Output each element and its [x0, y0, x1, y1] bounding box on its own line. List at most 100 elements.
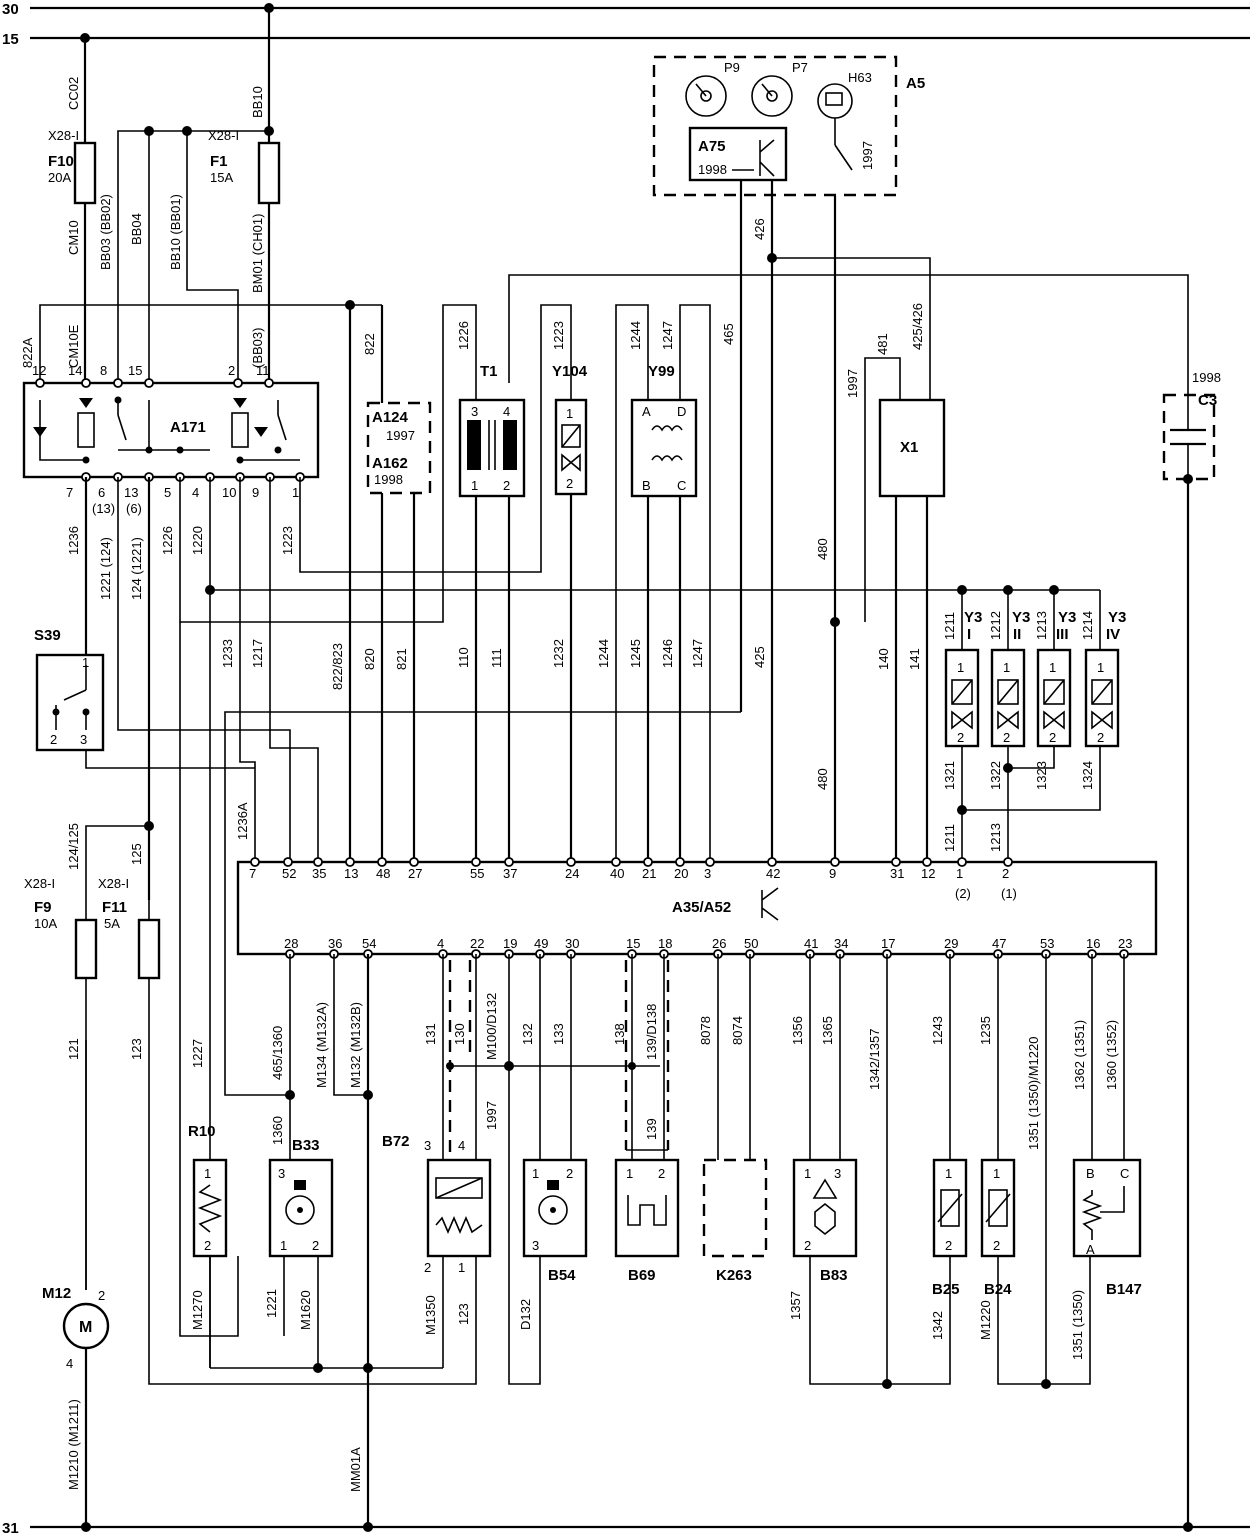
- relay-a171-label: A171: [170, 419, 206, 436]
- injector-y3-iv-label: Y3: [1108, 609, 1126, 626]
- wire-131: 131: [423, 1023, 438, 1045]
- wire-124-1221: 124 (1221): [129, 537, 144, 600]
- wire-425-route: [224, 711, 741, 1096]
- wire-1221-124: 1221 (124): [98, 537, 113, 600]
- injector-y3-i-num: I: [967, 626, 971, 643]
- fuse-f11-ref: X28-I: [98, 876, 129, 891]
- b25-pin-1: 1: [945, 1166, 952, 1181]
- ecu-top-pin-terminal: [1003, 857, 1013, 867]
- sensor-b25: B25 1 2 1243 1342: [930, 954, 968, 1340]
- ecu-pin-2-sub: (1): [1001, 886, 1017, 901]
- fuse-f9: [74, 918, 98, 980]
- y3-ii-pin-1: 1: [1003, 660, 1010, 675]
- b83-pin-3: 3: [834, 1166, 841, 1181]
- motor-m-symbol: M: [79, 1319, 92, 1336]
- a171-pin-5: 5: [164, 485, 171, 500]
- wire-820: 820: [362, 648, 377, 670]
- ecu-top-pin-terminal: [611, 857, 621, 867]
- gauge-p9: [685, 75, 727, 117]
- ecu-bottom-pin-28: 28: [284, 936, 298, 951]
- gauge-p7-label: P7: [792, 60, 808, 75]
- coil-t1-label: T1: [480, 363, 498, 380]
- ecu-top-pin-35: 35: [312, 866, 326, 881]
- module-a124-label: A124: [372, 409, 409, 426]
- injectors-y3: Y3 I 1 2 Y3 II 1 2 Y3 III 1 2 Y3: [942, 585, 1126, 862]
- wire-822: 822: [362, 333, 377, 355]
- fuse-f11: [137, 918, 161, 980]
- wire-1244: 1244: [628, 321, 643, 350]
- wire-1232: 1232: [551, 639, 566, 668]
- a171-output-wires: 1 2 3 6 1221 (124) 124 (1221) 1226 1 2 20 1 2 2…: [66, 477, 1100, 1368]
- injector-y3-iii-label: Y3: [1058, 609, 1076, 626]
- rail-30-label: 30: [2, 1, 19, 18]
- motor-m12-label: M12: [42, 1285, 71, 1302]
- wire-1226b: 1226: [160, 526, 175, 555]
- module-a75-label: A75: [698, 138, 726, 155]
- ecu-top-pin-terminal: [377, 857, 387, 867]
- fuse-f1: [257, 141, 281, 205]
- b147-pin-b: B: [1086, 1166, 1095, 1181]
- ecu-top-pin-3: 3: [704, 866, 711, 881]
- sensor-b83-label: B83: [820, 1267, 848, 1284]
- wire-1360-1352: 1360 (1352): [1104, 1020, 1119, 1090]
- y3-ii-pin-2: 2: [1003, 730, 1010, 745]
- wire-1322: 1322: [988, 761, 1003, 790]
- wire-bb04: BB04: [129, 213, 144, 245]
- wire-139: 139: [644, 1118, 659, 1140]
- switch-s39: S39 1 2 3: [34, 627, 255, 769]
- wire-m1350: M1350: [423, 1295, 438, 1335]
- wire-121: 121: [66, 1038, 81, 1060]
- ecu-top-pin-terminal: [566, 857, 576, 867]
- rail-31: 31: [2, 1520, 1250, 1537]
- ecu-top-pin-37: 37: [503, 866, 517, 881]
- ecu-bottom-pin-19: 19: [503, 936, 517, 951]
- wire-1214: 1214: [1080, 611, 1095, 640]
- ecu-bottom-pin-41: 41: [804, 936, 818, 951]
- wire-bm01: BM01 (CH01): [250, 214, 265, 293]
- fuse-f9-label: F9: [34, 899, 52, 916]
- y3-iii-pin-1: 1: [1049, 660, 1056, 675]
- ecu-bottom-pin-23: 23: [1118, 936, 1132, 951]
- fuse-f9-ref: X28-I: [24, 876, 55, 891]
- ecu-top-pin-terminal: [922, 857, 932, 867]
- a171-pin-6: 6: [98, 485, 105, 500]
- b72-pin-4: 4: [458, 1138, 465, 1153]
- y3-i-pin-2: 2: [957, 730, 964, 745]
- ecu-top-pin-31: 31: [890, 866, 904, 881]
- wire-425: 425: [752, 646, 767, 668]
- feed-wires: BB03 (BB02) BB04 BB10 (BB01) 822A CM10E …: [20, 126, 355, 383]
- ecu-bottom-pin-34: 34: [834, 936, 848, 951]
- module-a162-label: A162: [372, 455, 408, 472]
- ecu-bottom-pin-29: 29: [944, 936, 958, 951]
- y3-iv-pin-2: 2: [1097, 730, 1104, 745]
- ecu-top-pin-40: 40: [610, 866, 624, 881]
- fuse-f10-ref: X28-I: [48, 128, 79, 143]
- b33-pin-1: 1: [280, 1238, 287, 1253]
- resistor-r10: R10 1 2 1227 M1270: [179, 622, 239, 1368]
- ecu-label: A35/A52: [672, 899, 731, 916]
- ecu-top-pin-13: 13: [344, 866, 358, 881]
- injector-y3-i-label: Y3: [964, 609, 982, 626]
- sensor-b147-label: B147: [1106, 1281, 1142, 1298]
- ecu-top-pin-24: 24: [565, 866, 579, 881]
- wire-130: 130: [452, 1023, 467, 1045]
- fuse-f1-amp: 15A: [210, 170, 233, 185]
- ignition-coil-t1: T1 3 4 1 2 1226 110 111: [179, 304, 526, 862]
- s39-pin-3: 3: [80, 732, 87, 747]
- ecu-top-pin-20: 20: [674, 866, 688, 881]
- y3-i-pin-1: 1: [957, 660, 964, 675]
- ecu-bottom-pin-53: 53: [1040, 936, 1054, 951]
- fuse-f10-group: X28-I F10 20A CC02 CM10: [48, 33, 97, 383]
- h63-1997-note: 1997: [860, 141, 875, 170]
- fuse-f11-amp: 5A: [104, 916, 120, 931]
- y104-pin-2: 2: [566, 476, 573, 491]
- y3-iii-pin-2: 2: [1049, 730, 1056, 745]
- ecu-top-pin-27: 27: [408, 866, 422, 881]
- module-a124-a162: A124 1997 A162 1998 822 822/823 820 821: [330, 304, 432, 862]
- wire-bb10b: BB10 (BB01): [168, 194, 183, 270]
- ecu-bottom-pin-47: 47: [992, 936, 1006, 951]
- valve-y104-label: Y104: [552, 363, 588, 380]
- wire-133: 133: [551, 1023, 566, 1045]
- a171-pin-9: 9: [252, 485, 259, 500]
